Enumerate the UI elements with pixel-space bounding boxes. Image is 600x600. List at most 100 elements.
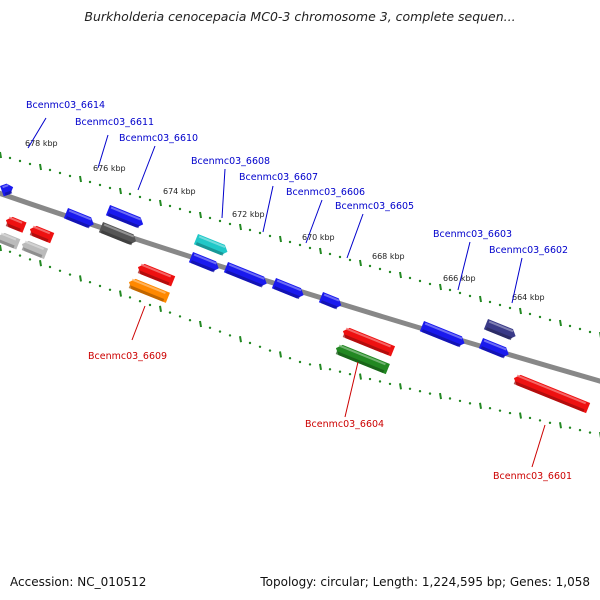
ring-dot	[378, 267, 382, 271]
ring-dot	[498, 409, 502, 412]
ring-tick	[519, 412, 522, 419]
ring-dot	[418, 390, 422, 393]
gene-shadow	[320, 300, 338, 310]
ring-tick	[439, 392, 442, 400]
ring-dot	[288, 240, 292, 244]
ring-dot	[8, 250, 12, 253]
ring-dot	[88, 281, 92, 284]
ring-dot	[308, 246, 312, 250]
gene-body	[419, 321, 465, 347]
gene-feature	[98, 222, 137, 246]
gene-feature	[318, 292, 342, 310]
gene-body	[5, 216, 27, 233]
ring-dot	[498, 303, 502, 307]
genome-summary-text: Topology: circular; Length: 1,224,595 bp…	[260, 575, 590, 589]
gene-highlight	[516, 374, 587, 405]
ring-tick	[39, 260, 42, 267]
ring-dot	[148, 198, 152, 202]
gene-feature	[0, 232, 21, 250]
gene-body	[342, 327, 396, 357]
ring-tick	[519, 307, 522, 315]
ring-dot	[418, 279, 422, 283]
gene-highlight	[338, 344, 386, 366]
ring-tick	[0, 244, 2, 252]
gene-features	[0, 183, 591, 414]
ring-dot	[428, 392, 432, 395]
ring-tick	[119, 187, 122, 195]
ring-dot	[428, 282, 432, 286]
ring-dot	[228, 222, 232, 226]
ring-dot	[68, 273, 72, 276]
ring-dot	[348, 258, 352, 262]
ring-tick	[399, 383, 402, 390]
gene-shadow	[4, 190, 13, 196]
gene-feature	[128, 278, 170, 303]
ring-dot	[338, 255, 342, 259]
ring-dot	[138, 300, 142, 303]
gene-feature	[271, 278, 304, 300]
gene-highlight	[488, 320, 514, 333]
gene-label: Bcenmc03_6609	[88, 351, 167, 362]
ring-dot	[188, 210, 192, 214]
gene-shadow	[0, 239, 15, 249]
map-title: Burkholderia cenocepacia MC0-3 chromosom…	[84, 9, 516, 24]
ring-dot	[348, 372, 352, 376]
ring-dot	[408, 387, 412, 390]
ring-dot	[538, 315, 542, 319]
label-leader-line	[305, 199, 323, 244]
ring-tick	[359, 373, 362, 380]
gene-body	[21, 240, 49, 259]
gene-highlight	[8, 216, 23, 224]
ring-dot	[538, 419, 542, 422]
scale-tick-label: 664 kbp	[512, 293, 545, 302]
ring-tick	[159, 305, 162, 312]
gene-label: Bcenmc03_6605	[335, 201, 414, 212]
scale-tick-label: 672 kbp	[232, 210, 265, 219]
ring-dot	[578, 428, 582, 432]
gene-label: Bcenmc03_6608	[191, 156, 270, 167]
ring-tick	[479, 295, 482, 303]
gene-feature	[5, 216, 27, 233]
gene-highlight	[323, 293, 340, 302]
gene-shadow	[421, 329, 461, 348]
ring-dot	[178, 207, 182, 211]
ring-dot	[508, 306, 512, 310]
ring-dot	[548, 318, 552, 322]
gene-body	[105, 205, 144, 228]
ring-tick	[439, 283, 442, 291]
ring-dot	[568, 426, 572, 429]
ring-dot	[298, 360, 302, 364]
gene-shadow	[190, 260, 216, 273]
gene-feature	[342, 327, 396, 357]
gene-body	[478, 338, 509, 358]
gene-body	[98, 222, 137, 245]
ring-dot	[588, 431, 592, 434]
ring-dot	[168, 204, 172, 208]
gene-shadow	[137, 270, 170, 286]
ring-dot	[408, 276, 412, 280]
gene-highlight	[276, 279, 302, 292]
gene-feature	[188, 252, 219, 273]
ring-tick	[199, 320, 202, 328]
ring-tick	[239, 336, 242, 343]
ring-tick	[399, 271, 402, 279]
ring-dot	[288, 357, 292, 360]
gene-feature	[21, 240, 49, 259]
gene-shadow	[107, 213, 140, 229]
ring-dot	[218, 219, 222, 223]
gene-highlight	[198, 235, 226, 249]
label-leader-line	[97, 134, 109, 169]
gene-highlight	[228, 263, 265, 280]
ring-dot	[128, 192, 132, 196]
ring-dot	[328, 368, 332, 371]
gene-feature	[513, 374, 591, 414]
gene-feature	[419, 321, 465, 348]
ring-dot	[138, 195, 142, 199]
gene-feature	[0, 183, 14, 197]
label-leader-line	[344, 361, 359, 418]
gene-highlight	[424, 322, 463, 340]
ring-dot	[258, 345, 262, 348]
ring-tick	[119, 290, 122, 297]
